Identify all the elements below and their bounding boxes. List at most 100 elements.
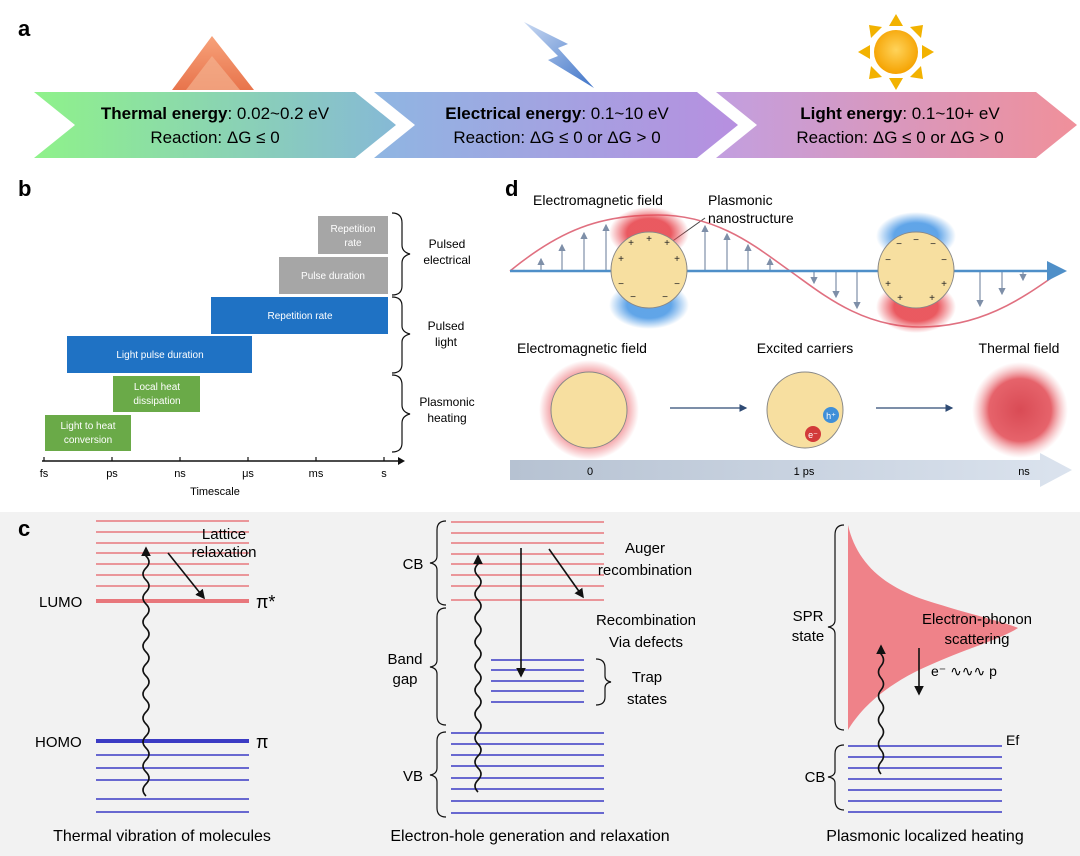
svg-text:−: − xyxy=(941,255,947,266)
bar-label: Repetition xyxy=(330,224,375,235)
panel-letter-b: b xyxy=(18,176,31,201)
stage-em-particle xyxy=(539,360,639,460)
em-field-title: Electromagnetic field xyxy=(533,192,663,208)
vibration-wave xyxy=(141,546,151,797)
electron-label: e⁻ xyxy=(808,430,818,440)
plasmon-excitation-wave xyxy=(876,644,886,775)
hole-label: h⁺ xyxy=(826,411,836,421)
tick-label: μs xyxy=(242,468,254,480)
timeline-arrow xyxy=(510,453,1072,487)
trap-label: states xyxy=(627,691,667,708)
chevron-thermal-reaction: Reaction: ΔG ≤ 0 xyxy=(150,128,279,147)
cb-label: CB xyxy=(403,556,424,573)
stage-label: Electromagnetic field xyxy=(517,340,647,356)
svg-text:+: + xyxy=(618,254,624,265)
chevron-electrical-reaction: Reaction: ΔG ≤ 0 or ΔG > 0 xyxy=(453,128,660,147)
bar-repetition-rate-electrical xyxy=(318,216,388,254)
bar-repetition-rate-light xyxy=(211,297,388,334)
auger-label: recombination xyxy=(598,562,692,579)
brace-cb-metal xyxy=(827,744,845,811)
tick-label: ns xyxy=(174,468,186,480)
trap-label: Trap xyxy=(632,669,662,686)
nanoparticle-1: +++ ++ −− −− xyxy=(609,207,689,329)
band-gap-label: Band xyxy=(387,651,422,668)
stage-label: Thermal field xyxy=(979,340,1060,356)
plasmonic-diagram: SPR state CB Electron-phonon scattering … xyxy=(792,524,1032,845)
pi-label: π xyxy=(256,732,268,752)
brace-pulsed-light xyxy=(391,296,411,374)
pi-star-label: π* xyxy=(256,592,275,612)
svg-text:+: + xyxy=(646,234,652,245)
bar-label: Light pulse duration xyxy=(116,350,203,361)
panel-a: a Thermal ener xyxy=(18,14,1077,158)
caption-plasmonic: Plasmonic localized heating xyxy=(826,828,1023,845)
axis-title: Timescale xyxy=(190,486,240,498)
stage-carriers-particle: h⁺ e⁻ xyxy=(766,371,844,449)
panel-c: c Lattice rel xyxy=(0,512,1080,856)
svg-text:+: + xyxy=(628,238,634,249)
lightning-icon xyxy=(524,22,594,88)
svg-text:−: − xyxy=(662,292,668,303)
brace-pulsed-electrical xyxy=(391,212,411,296)
stage-label: Excited carriers xyxy=(757,340,853,356)
group-label: Pulsed xyxy=(429,237,466,251)
svg-text:+: + xyxy=(941,279,947,290)
vb-label: VB xyxy=(403,768,423,785)
brace-spr xyxy=(827,524,845,731)
chevron-light-title: Light energy: 0.1~10+ eV xyxy=(800,104,1000,123)
bar-label: rate xyxy=(344,238,362,249)
red-levels xyxy=(96,520,249,587)
axis-tick-marks xyxy=(43,457,385,461)
bar-label: Pulse duration xyxy=(301,271,365,282)
panel-d: d Electromagnetic field Plasmonic nanost… xyxy=(505,176,1072,487)
svg-text:−: − xyxy=(885,255,891,266)
nano-label: nanostructure xyxy=(708,210,794,226)
brace-band-gap xyxy=(429,607,447,726)
bar-label: Local heat xyxy=(134,382,180,393)
svg-text:+: + xyxy=(664,238,670,249)
svg-text:+: + xyxy=(885,279,891,290)
group-label: electrical xyxy=(423,253,470,267)
lattice-label: relaxation xyxy=(191,544,256,561)
svg-text:+: + xyxy=(674,254,680,265)
semiconductor-diagram: CB Band gap VB Auger recombination Recom… xyxy=(387,520,696,845)
sun-icon xyxy=(858,14,934,90)
electron-icon xyxy=(805,426,821,442)
tick-label: s xyxy=(381,468,387,480)
nanoparticle-2: −−− −− ++ ++ xyxy=(876,212,956,333)
scattering-label: Electron-phonon xyxy=(922,611,1032,628)
bar-local-heat-dissipation xyxy=(113,376,200,412)
panel-letter-d: d xyxy=(505,176,518,201)
svg-text:+: + xyxy=(929,293,935,304)
stage-thermal-particle xyxy=(972,362,1068,458)
svg-text:−: − xyxy=(896,239,902,250)
bar-label: conversion xyxy=(64,435,112,446)
bar-light-pulse-duration xyxy=(67,336,252,373)
fermi-level-label: Ef xyxy=(1006,732,1019,748)
excitation-wave xyxy=(473,554,483,793)
svg-text:−: − xyxy=(674,279,680,290)
chevron-electrical-title: Electrical energy: 0.1~10 eV xyxy=(445,104,669,123)
svg-text:−: − xyxy=(630,292,636,303)
tick-label: ms xyxy=(309,468,324,480)
chevron-light xyxy=(716,92,1077,158)
homo-label: HOMO xyxy=(35,734,82,751)
svg-text:−: − xyxy=(930,239,936,250)
auger-label: Auger xyxy=(625,540,665,557)
bar-label: Light to heat xyxy=(60,421,115,432)
band-gap-label: gap xyxy=(392,671,417,688)
timeline-label: 0 xyxy=(587,466,593,478)
recomb-label: Via defects xyxy=(609,634,683,651)
panel-letter-a: a xyxy=(18,16,31,41)
nano-label: Plasmonic xyxy=(708,192,773,208)
svg-text:−: − xyxy=(913,235,919,246)
svg-text:−: − xyxy=(618,279,624,290)
metal-levels xyxy=(848,745,1002,813)
group-label: Plasmonic xyxy=(419,395,474,409)
recomb-label: Recombination xyxy=(596,612,696,629)
chevron-thermal-title: Thermal energy: 0.02~0.2 eV xyxy=(101,104,330,123)
metal-cb-label: CB xyxy=(805,769,826,786)
group-label: light xyxy=(435,335,458,349)
group-label: heating xyxy=(427,411,466,425)
